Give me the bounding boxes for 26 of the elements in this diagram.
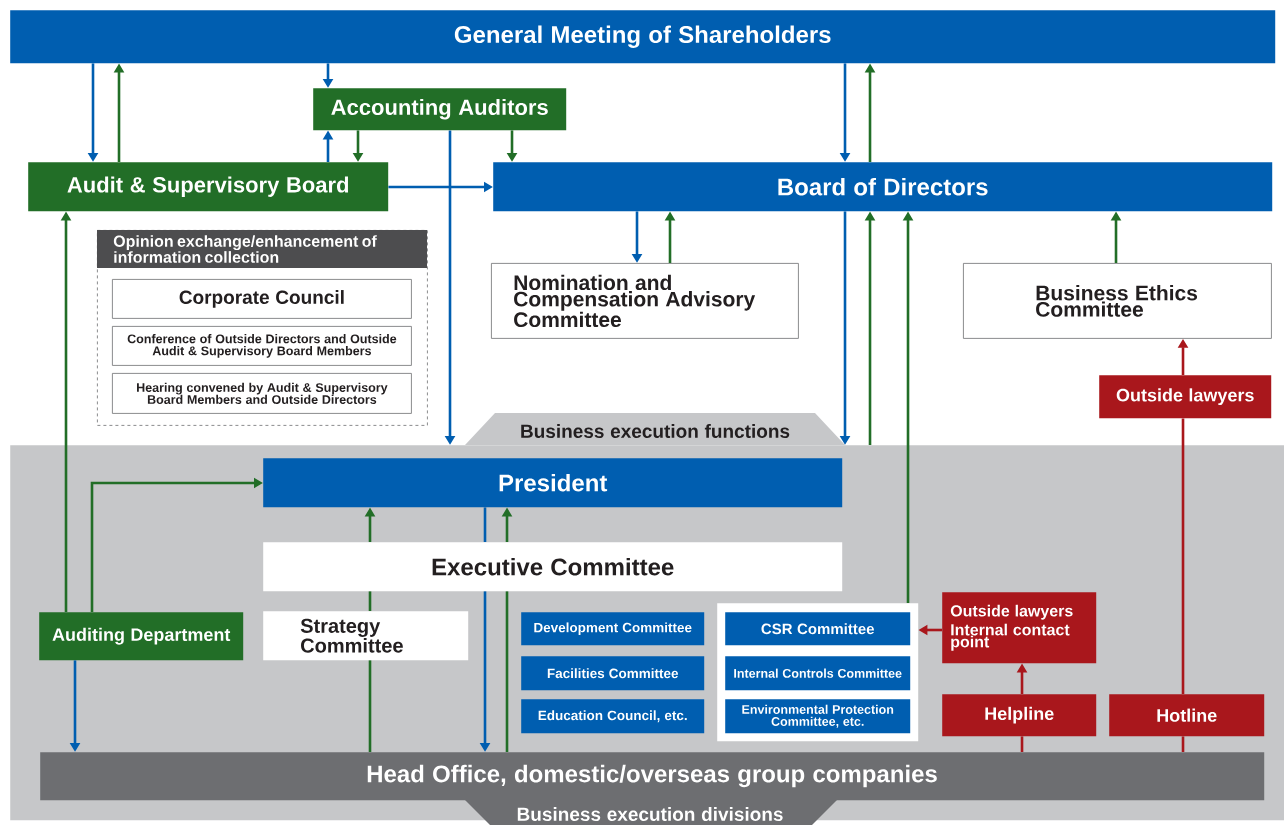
node-label: Business execution functions: [521, 424, 790, 438]
committee-box: Development Committee: [521, 612, 705, 646]
board-box: Audit & Supervisory Board: [28, 162, 389, 212]
committee-box: Facilities Committee: [521, 656, 705, 691]
president-bar: President: [263, 458, 843, 508]
lawyers-box: Outside lawyers: [1099, 375, 1272, 419]
committee-box: Internal Controls Committee: [725, 656, 911, 691]
company-bar: Head Office, domestic/overseas group companies Business execution divisions: [40, 752, 1265, 825]
hotline-box: Hotline: [1109, 694, 1265, 737]
meeting-bar: General Meeting of Shareholders: [10, 10, 1276, 64]
node-label: Business execution divisions: [517, 807, 783, 821]
contact-point-box: Outside lawyers Internal contact point: [942, 592, 1097, 664]
committee-bar: Executive Committee: [263, 542, 843, 592]
committee-box: Business Ethics Committee: [963, 263, 1272, 339]
helpline-box: Helpline: [942, 694, 1097, 737]
committee-box: Environmental Protection Committee, etc.: [725, 699, 911, 734]
council-box: Education Council, etc.: [521, 699, 705, 734]
board-bar: Board of Directors: [493, 162, 1273, 212]
committee-box: CSR Committee: [725, 612, 911, 646]
committee-box: Strategy Committee: [263, 611, 469, 661]
auditor-box: Accounting Auditors: [313, 88, 567, 131]
department-box: Auditing Department: [39, 612, 244, 661]
council-box: Corporate Council: [112, 279, 412, 319]
hearing-box: Hearing convened by Audit & Supervisory Board Members and Outside Directors: [112, 373, 412, 414]
conference-box: Conference of Outside Directors and Outside Audit & Supervisory Board Members: [112, 326, 412, 366]
committee-box: Nomination and Compensation Advisory Committee: [491, 263, 799, 339]
